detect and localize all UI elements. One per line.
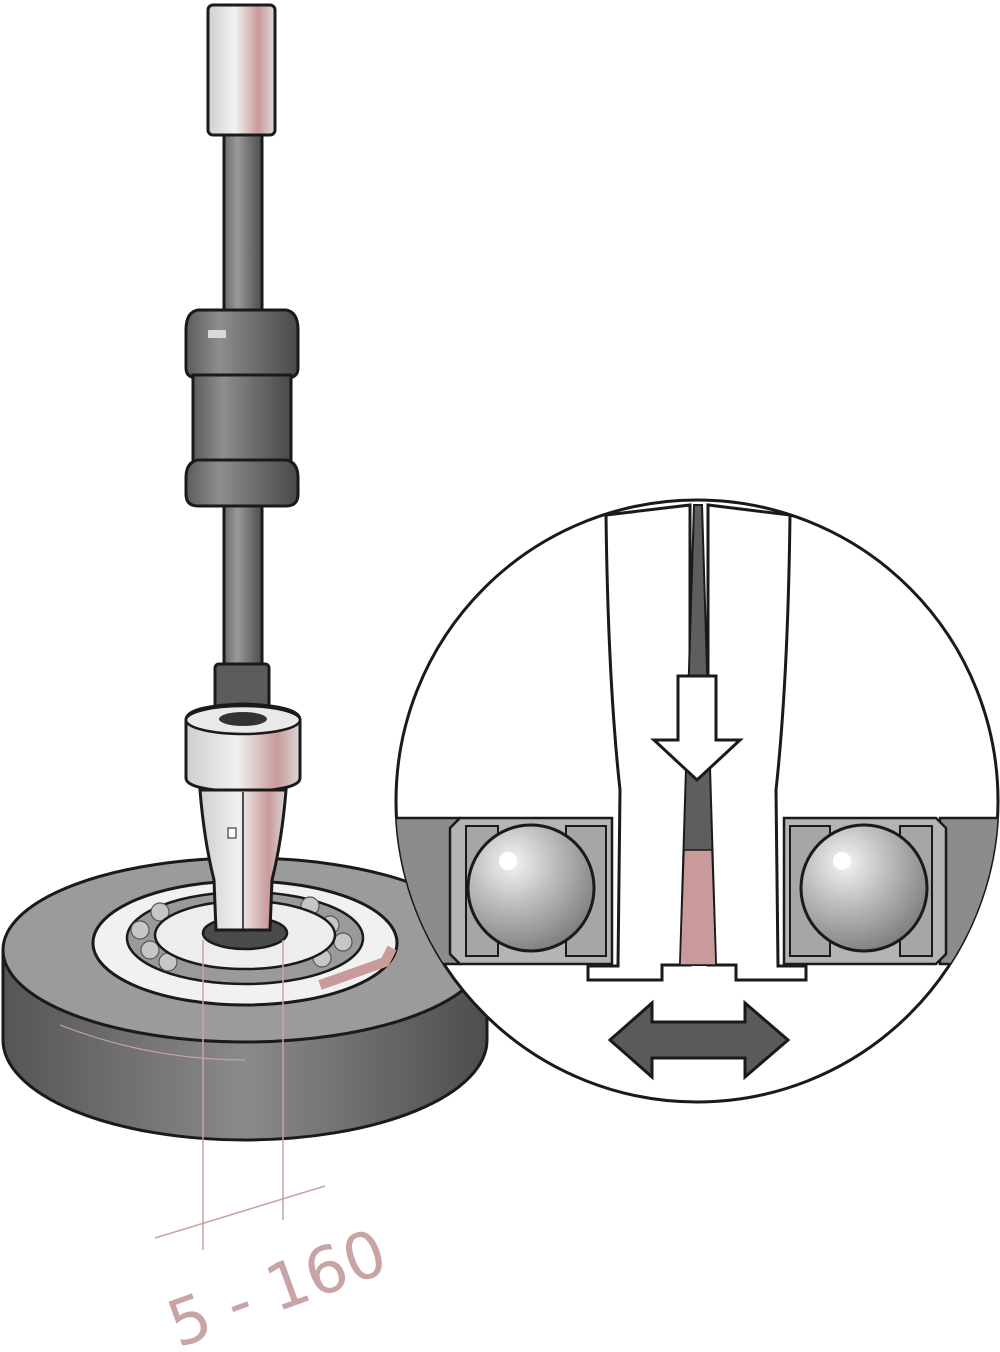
- bearing-ball-right: [799, 823, 929, 953]
- bearing-in-housing: [91, 879, 399, 1007]
- upper-rod: [222, 133, 264, 327]
- collet-jaws: [586, 503, 808, 982]
- down-arrow-icon: [650, 674, 744, 783]
- slide-hammer-puller: [184, 3, 302, 932]
- lower-rod: [222, 504, 264, 676]
- dimension-label: 5 - 160: [158, 1216, 396, 1352]
- slide-hammer-weight: [184, 308, 300, 508]
- end-cap: [206, 3, 277, 137]
- detail-magnifier: [394, 498, 1000, 1104]
- bearing-section-left: [448, 816, 614, 966]
- dimension-lines: [154, 940, 326, 1250]
- double-arrow-icon: [607, 999, 791, 1081]
- bearing-ball-left: [466, 823, 596, 953]
- bearing-section-right: [782, 816, 948, 966]
